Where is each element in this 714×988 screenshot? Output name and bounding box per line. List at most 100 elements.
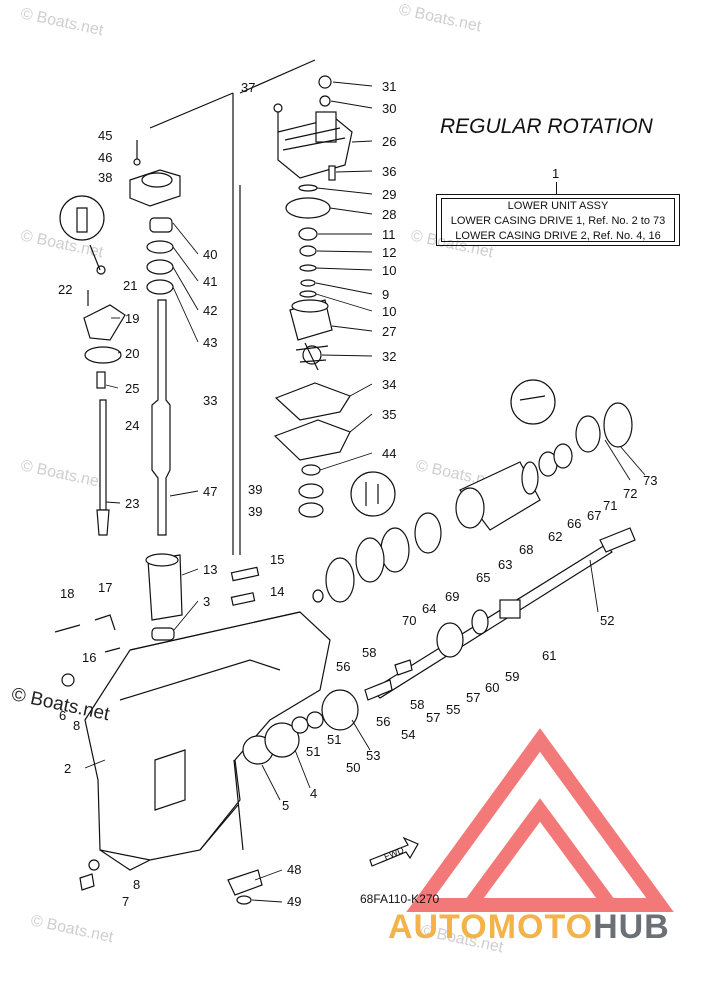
callout-56: 56 (336, 659, 350, 674)
callout-15: 15 (270, 552, 284, 567)
callout-25: 25 (125, 381, 139, 396)
info-box-line2: LOWER CASING DRIVE 1, Ref. No. 2 to 73 (450, 215, 666, 227)
callout-69: 64 (422, 601, 436, 616)
callout-49: 49 (287, 894, 301, 909)
callout-34: 34 (382, 377, 396, 392)
callout-52: 52 (600, 613, 614, 628)
callout-26: 26 (382, 134, 396, 149)
callout-30: 30 (382, 101, 396, 116)
lower-casing (84, 611, 331, 871)
callout-23: 23 (125, 496, 139, 511)
callout-58: 58 (362, 645, 376, 660)
callout-53: 53 (366, 748, 380, 763)
brand-wordmark: AUTOMOTOHUB (388, 908, 670, 947)
callout-39: 39 (248, 482, 262, 497)
callout-18: 18 (60, 586, 74, 601)
callout-3: 3 (203, 594, 210, 609)
callout-6: 6 (59, 708, 66, 723)
brand-logo-icon (406, 728, 674, 912)
callout-47: 47 (203, 484, 217, 499)
callout-5: 5 (282, 798, 289, 813)
callout-12: 12 (382, 245, 396, 260)
callout-73: 73 (643, 473, 657, 488)
callout-60: 60 (485, 680, 499, 695)
callout-20: 20 (125, 346, 139, 361)
fwd-label: FWD (383, 845, 406, 862)
callout-57: 57 (426, 710, 440, 725)
callout-51: 51 (306, 744, 320, 759)
callout-42: 42 (203, 303, 217, 318)
callout-27: 27 (382, 324, 396, 339)
callout-40: 40 (203, 247, 217, 262)
callout-62: 62 (548, 529, 562, 544)
callout-2: 2 (64, 761, 71, 776)
callout-51b: 51 (327, 732, 341, 747)
callout-44: 44 (382, 446, 396, 461)
callout-59: 59 (505, 669, 519, 684)
callout-16: 16 (82, 650, 96, 665)
callout-41: 41 (203, 274, 217, 289)
callout-10b: 10 (382, 304, 396, 319)
brand-part1: AUTOMOTO (388, 908, 594, 946)
callout-4: 4 (310, 786, 317, 801)
callout-56b: 56 (376, 714, 390, 729)
callout-22: 22 (58, 282, 72, 297)
callout-8b: 8 (133, 877, 140, 892)
callout-66: 66 (567, 516, 581, 531)
callout-11: 11 (382, 227, 396, 242)
callout-29: 29 (382, 187, 396, 202)
callout-19: 19 (125, 311, 139, 326)
callout-10: 10 (382, 263, 396, 278)
callout-45: 45 (98, 128, 112, 143)
callout-37: 37 (241, 80, 255, 95)
info-box: LOWER UNIT ASSY LOWER CASING DRIVE 1, Re… (436, 194, 680, 246)
callout-33: 33 (203, 393, 217, 408)
callout-57b: 57 (466, 690, 480, 705)
callout-61: 61 (542, 648, 556, 663)
info-box-line3: LOWER CASING DRIVE 2, Ref. No. 4, 16 (455, 230, 661, 242)
diagram-code: 68FA110-K270 (360, 892, 440, 906)
callout-9: 9 (382, 287, 389, 302)
callout-71: 68 (519, 542, 533, 557)
callout-31: 31 (382, 79, 396, 94)
callout-72: 72 (623, 486, 637, 501)
callout-43: 43 (203, 335, 217, 350)
callout-63: 65 (476, 570, 490, 585)
callout-7: 7 (122, 894, 129, 909)
watermark: © Boats.net (29, 912, 115, 946)
callout-67b: 71 (603, 498, 617, 513)
page-title: REGULAR ROTATION (440, 115, 653, 138)
callout-13: 13 (203, 562, 217, 577)
callout-36: 36 (382, 164, 396, 179)
callout-46: 46 (98, 150, 112, 165)
callout-55: 55 (446, 702, 460, 717)
callout-50: 50 (346, 760, 360, 775)
callout-54: 54 (401, 727, 415, 742)
callout-28: 28 (382, 207, 396, 222)
callout-32: 32 (382, 349, 396, 364)
brand-part2: HUB (593, 908, 670, 946)
callout-14: 14 (270, 584, 284, 599)
water-pump-housing (277, 111, 353, 179)
callout-39b: 39 (248, 504, 262, 519)
info-box-leader (556, 182, 557, 194)
callout-67: 67 (587, 508, 601, 523)
watermark: © Boats.net (397, 1, 483, 35)
info-box-line1: LOWER UNIT ASSY (507, 200, 609, 212)
callout-68: 63 (498, 557, 512, 572)
callout-35: 35 (382, 407, 396, 422)
callout-17: 17 (98, 580, 112, 595)
callout-8: 8 (73, 718, 80, 733)
callout-38: 38 (98, 170, 112, 185)
watermark: © Boats.net (19, 457, 105, 491)
callout-58b: 58 (410, 697, 424, 712)
callout-48: 48 (287, 862, 301, 877)
info-box-ref: 1 (552, 166, 560, 181)
watermark: © Boats.net (19, 5, 105, 39)
callout-64: 70 (402, 613, 416, 628)
callout-24: 24 (125, 418, 139, 433)
info-box-inner-border (441, 198, 675, 242)
callout-65: 69 (445, 589, 459, 604)
callout-21: 21 (123, 278, 137, 293)
